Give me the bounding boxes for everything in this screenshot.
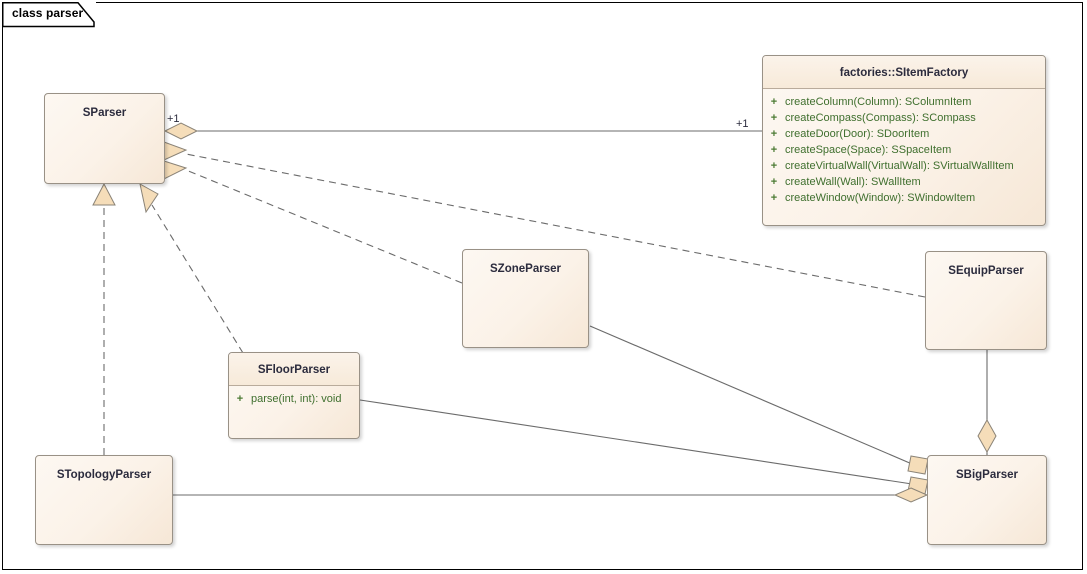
frame-tab-label: class parser — [12, 6, 84, 20]
operations-compartment-sfloorparser: + parse(int, int): void — [229, 386, 359, 411]
class-box-stopologyparser[interactable]: STopologyParser — [35, 455, 173, 545]
visibility-marker: + — [770, 160, 778, 172]
operation-row[interactable]: + createWindow(Window): SWindowItem — [763, 190, 1045, 206]
visibility-marker: + — [770, 128, 778, 140]
operations-compartment-item-factory: + createColumn(Column): SColumnItem + cr… — [763, 89, 1045, 210]
operation-signature: createDoor(Door): SDoorItem — [785, 128, 930, 140]
class-name-sbigparser: SBigParser — [955, 469, 1018, 481]
class-name-szoneparser: SZoneParser — [490, 263, 561, 275]
multiplicity-itemfactory-side: +1 — [736, 118, 749, 130]
class-box-sfloorparser[interactable]: SFloorParser + parse(int, int): void — [228, 352, 360, 439]
visibility-marker: + — [770, 192, 778, 204]
class-name-sfloorparser: SFloorParser — [229, 353, 359, 386]
frame-tab-shape — [2, 2, 95, 28]
class-name-sparser: SParser — [82, 107, 127, 119]
class-box-szoneparser[interactable]: SZoneParser — [462, 249, 589, 348]
operation-signature: createSpace(Space): SSpaceItem — [785, 144, 952, 156]
operation-signature: createWindow(Window): SWindowItem — [785, 192, 976, 204]
operation-signature: parse(int, int): void — [251, 393, 342, 405]
operation-row[interactable]: + createSpace(Space): SSpaceItem — [763, 142, 1045, 158]
operation-row[interactable]: + createCompass(Compass): SCompass — [763, 110, 1045, 126]
operation-signature: createColumn(Column): SColumnItem — [785, 96, 972, 108]
visibility-marker: + — [770, 176, 778, 188]
operation-signature: createCompass(Compass): SCompass — [785, 112, 976, 124]
operation-signature: createWall(Wall): SWallItem — [785, 176, 921, 188]
diagram-frame-tab: class parser — [2, 2, 96, 28]
visibility-marker: + — [770, 96, 778, 108]
visibility-marker: + — [770, 144, 778, 156]
operation-row[interactable]: + createColumn(Column): SColumnItem — [763, 94, 1045, 110]
class-name-stopologyparser: STopologyParser — [56, 469, 152, 481]
visibility-marker: + — [770, 112, 778, 124]
operation-signature: createVirtualWall(VirtualWall): SVirtual… — [785, 160, 1014, 172]
operation-row[interactable]: + createDoor(Door): SDoorItem — [763, 126, 1045, 142]
multiplicity-sparser-side: +1 — [167, 113, 180, 125]
class-box-sequipparser[interactable]: SEquipParser — [925, 251, 1047, 350]
class-box-sparser[interactable]: SParser — [44, 93, 165, 184]
class-box-item-factory[interactable]: factories::SItemFactory + createColumn(C… — [762, 55, 1046, 226]
operation-row[interactable]: + parse(int, int): void — [229, 391, 359, 407]
class-box-sbigparser[interactable]: SBigParser — [927, 455, 1047, 545]
class-name-item-factory: factories::SItemFactory — [763, 56, 1045, 89]
operation-row[interactable]: + createVirtualWall(VirtualWall): SVirtu… — [763, 158, 1045, 174]
class-name-sequipparser: SEquipParser — [948, 265, 1024, 277]
operation-row[interactable]: + createWall(Wall): SWallItem — [763, 174, 1045, 190]
visibility-marker: + — [236, 393, 244, 405]
